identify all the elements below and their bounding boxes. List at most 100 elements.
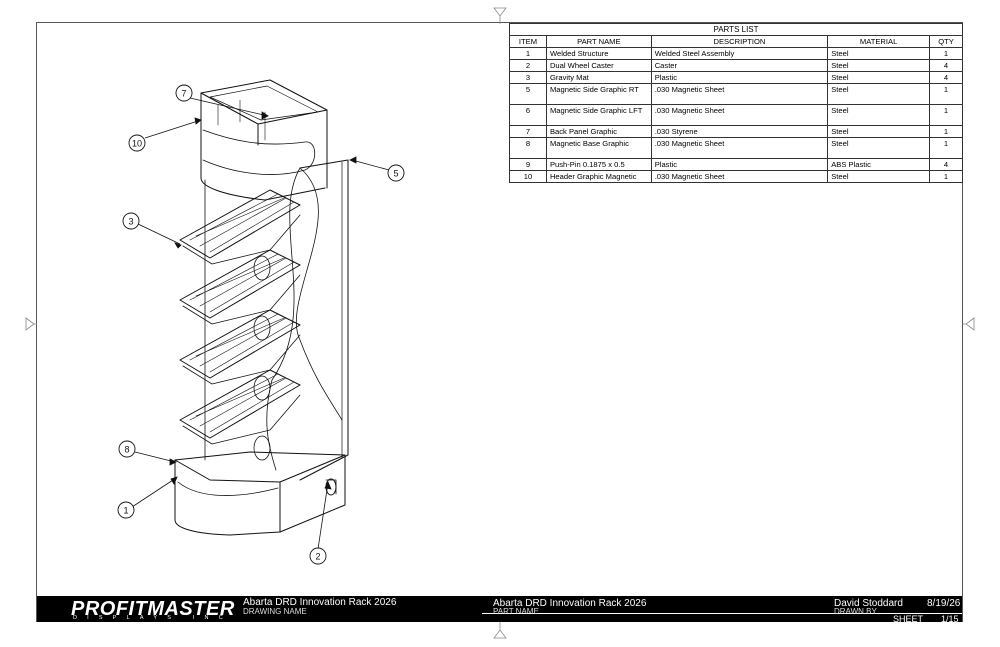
drawing-name-label: DRAWING NAME (243, 607, 307, 616)
wire-shelf-1 (179, 189, 301, 281)
balloon-label-2: 2 (315, 552, 320, 562)
parts-cell-material: Steel (827, 71, 931, 84)
balloon-label-7: 7 (181, 89, 186, 99)
base-top (174, 451, 346, 483)
left-center-mark (25, 317, 37, 331)
drawn-by-label: DRAWN BY (834, 607, 877, 616)
parts-cell-item: 9 (509, 158, 547, 171)
parts-cell-item: 1 (509, 47, 547, 60)
sheet-label: SHEET (893, 614, 924, 624)
col-header-item: ITEM (509, 35, 547, 48)
balloon-10 (128, 134, 146, 152)
side-panel-outline (299, 159, 349, 481)
top-center-mark (493, 7, 507, 24)
part-name-label: PART NAME (493, 607, 539, 616)
col-header-qty: QTY (929, 35, 963, 48)
parts-cell-item: 8 (509, 137, 547, 159)
drawing-date: 8/19/26 (927, 598, 961, 609)
sheet-number: 1/15 (941, 614, 959, 624)
drawn-by: David Stoddard (834, 598, 903, 609)
balloon-1 (117, 501, 135, 519)
parts-cell-item: 6 (509, 104, 547, 126)
parts-cell-item: 5 (509, 83, 547, 105)
parts-cell-item: 10 (509, 170, 547, 183)
wire-shelf-2 (179, 249, 301, 341)
parts-cell-description: .030 Styrene (650, 125, 829, 138)
parts-cell-qty: 4 (929, 59, 963, 72)
parts-cell-description: .030 Magnetic Sheet (650, 137, 829, 159)
wire-shelf-3 (179, 309, 301, 401)
parts-cell-qty: 4 (929, 158, 963, 171)
part-name: Abarta DRD Innovation Rack 2026 (493, 598, 647, 609)
balloon-label-10: 10 (132, 139, 142, 149)
balloon-7 (175, 84, 193, 102)
parts-cell-material: Steel (827, 83, 931, 105)
col-header-description: DESCRIPTION (650, 35, 829, 48)
header-front (200, 92, 326, 201)
parts-cell-part-name: Back Panel Graphic (545, 125, 652, 138)
parts-cell-material: Steel (827, 137, 931, 159)
drawing-name: Abarta DRD Innovation Rack 2026 (243, 597, 397, 608)
bottom-center-mark (493, 622, 507, 639)
parts-cell-qty: 1 (929, 125, 963, 138)
parts-cell-description: Caster (650, 59, 829, 72)
parts-cell-qty: 1 (929, 47, 963, 60)
col-header-part-name: PART NAME (545, 35, 652, 48)
company-logo-subtitle: DISPLAYS INC (73, 615, 233, 621)
parts-cell-part-name: Magnetic Base Graphic (545, 137, 652, 159)
parts-cell-item: 7 (509, 125, 547, 138)
parts-cell-description: Plastic (650, 71, 829, 84)
side-panel-curve (295, 167, 343, 421)
parts-cell-description: .030 Magnetic Sheet (650, 83, 829, 105)
parts-cell-qty: 1 (929, 170, 963, 183)
base-front (174, 454, 346, 536)
parts-cell-part-name: Push-Pin 0.1875 x 0.5 (545, 158, 652, 171)
balloon-3 (122, 212, 140, 230)
balloon-8 (118, 440, 136, 458)
parts-cell-material: Steel (827, 47, 931, 60)
balloon-label-3: 3 (128, 217, 133, 227)
parts-cell-qty: 1 (929, 83, 963, 105)
parts-cell-material: Steel (827, 104, 931, 126)
right-center-mark (963, 317, 975, 331)
parts-cell-part-name: Gravity Mat (545, 71, 652, 84)
parts-cell-description: Welded Steel Assembly (650, 47, 829, 60)
parts-list-title: PARTS LIST (509, 23, 963, 36)
wire-shelf-4 (179, 369, 301, 461)
parts-cell-part-name: Welded Structure (545, 47, 652, 60)
parts-cell-part-name: Magnetic Side Graphic LFT (545, 104, 652, 126)
balloon-5 (387, 164, 405, 182)
parts-cell-material: Steel (827, 125, 931, 138)
title-block: PROFITMASTER DISPLAYS INC Abarta DRD Inn… (37, 596, 962, 624)
parts-cell-qty: 1 (929, 104, 963, 126)
parts-cell-qty: 1 (929, 137, 963, 159)
col-header-material: MATERIAL (827, 35, 931, 48)
parts-cell-description: .030 Magnetic Sheet (650, 170, 829, 183)
parts-cell-description: Plastic (650, 158, 829, 171)
parts-cell-part-name: Dual Wheel Caster (545, 59, 652, 72)
parts-cell-material: Steel (827, 59, 931, 72)
balloon-label-1: 1 (123, 506, 128, 516)
parts-cell-item: 2 (509, 59, 547, 72)
balloon-label-5: 5 (393, 169, 398, 179)
parts-cell-qty: 4 (929, 71, 963, 84)
balloon-2 (309, 547, 327, 565)
parts-cell-part-name: Magnetic Side Graphic RT (545, 83, 652, 105)
balloon-label-8: 8 (124, 445, 129, 455)
parts-list-table: PARTS LIST ITEM PART NAME DESCRIPTION MA… (509, 23, 963, 183)
parts-cell-material: ABS Plastic (827, 158, 931, 171)
parts-cell-description: .030 Magnetic Sheet (650, 104, 829, 126)
